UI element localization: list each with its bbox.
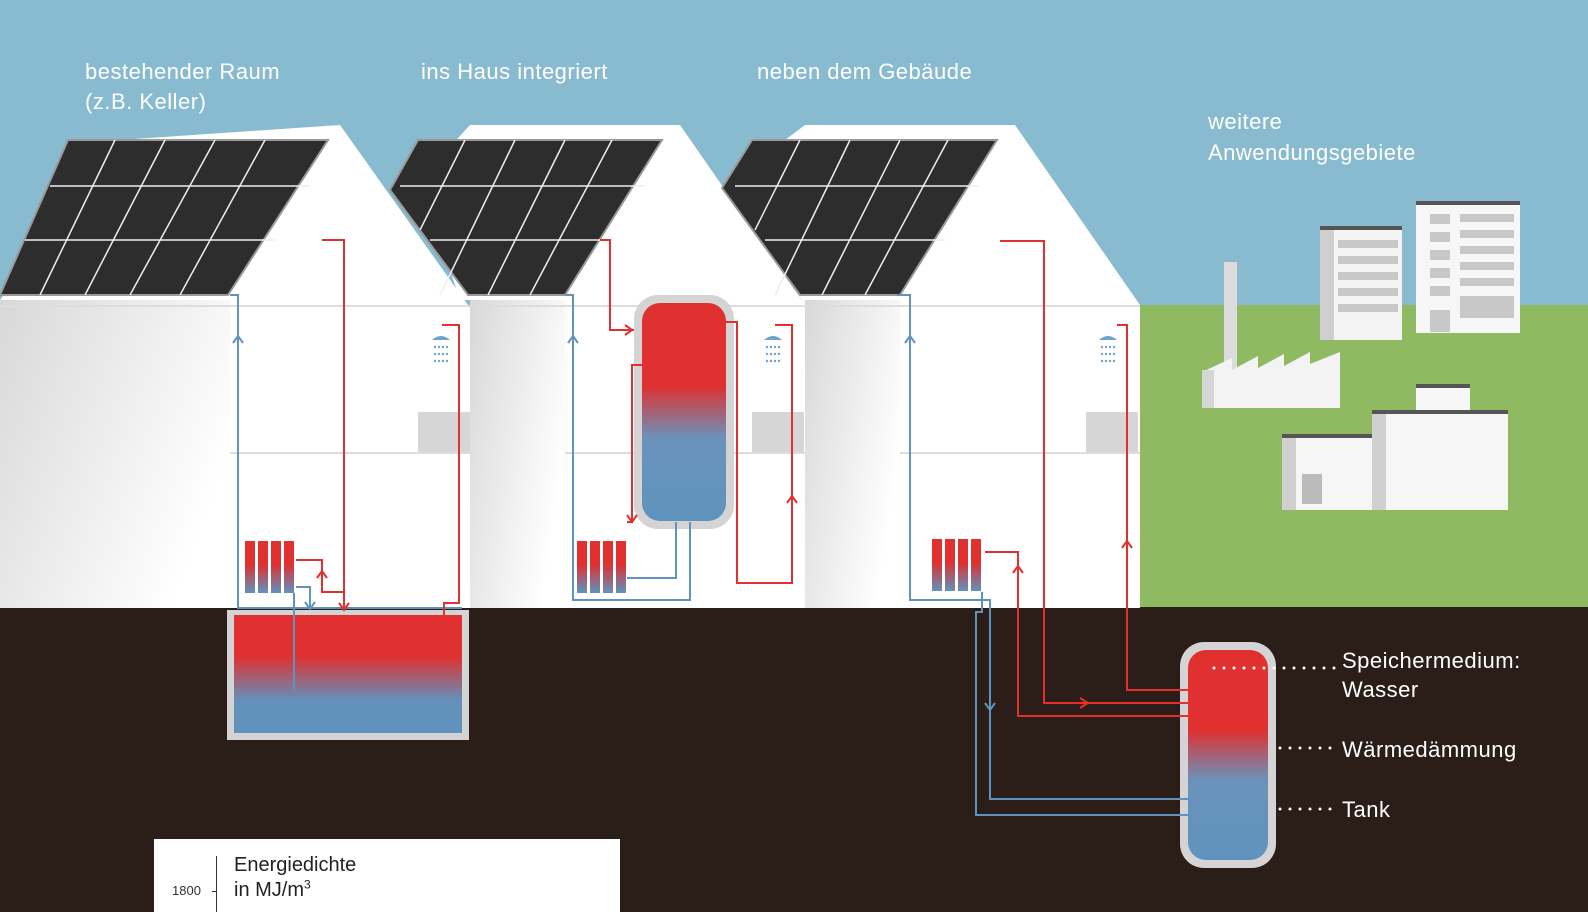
house-2-label: ins Haus integriert xyxy=(421,59,608,84)
pipes-house-1 xyxy=(230,239,462,690)
radiator-icon xyxy=(577,541,626,593)
legend-title-line-2: in MJ/m3 xyxy=(234,878,356,903)
leader-lines xyxy=(1212,666,1336,811)
legend-title-line-1: Energiedichte xyxy=(234,854,357,876)
pipes-house-2 xyxy=(565,239,798,601)
solar-panel-icon xyxy=(0,139,330,296)
shower-icon xyxy=(764,336,782,363)
storage-tank-icon xyxy=(1180,642,1276,868)
storage-tank-icon xyxy=(634,295,734,529)
house-1-label-line-2: (z.B. Keller) xyxy=(85,89,207,114)
office-building-icon xyxy=(1416,201,1520,333)
legend-tick-value: 1800 xyxy=(172,883,201,898)
tank-label: Tank xyxy=(1342,797,1391,822)
office-building-icon xyxy=(1282,384,1508,510)
shower-icon xyxy=(432,336,450,363)
storage-medium-label-line-1: Speichermedium: xyxy=(1342,648,1521,673)
radiator-icon xyxy=(932,539,981,591)
legend-unit-exponent: 3 xyxy=(304,877,311,892)
other-areas-label-line-1: weitere xyxy=(1208,109,1283,134)
insulation-label: Wärmedämmung xyxy=(1342,737,1517,762)
house-3-label: neben dem Gebäude xyxy=(757,59,973,84)
energy-density-legend xyxy=(154,839,620,912)
radiator-icon xyxy=(245,541,294,593)
storage-medium-label-line-2: Wasser xyxy=(1342,677,1419,702)
other-areas-label-line-2: Anwendungsgebiete xyxy=(1208,140,1416,165)
shower-icon xyxy=(1099,336,1117,363)
solar-panel-icon xyxy=(720,139,999,296)
factory-icon xyxy=(1202,262,1340,408)
legend-axis xyxy=(216,856,217,912)
legend-tick xyxy=(212,891,217,892)
pipes-house-3 xyxy=(897,240,1188,816)
legend-title: Energiedichte in MJ/m3 xyxy=(234,853,356,903)
house-1-label-line-1: bestehender Raum xyxy=(85,59,281,84)
legend-unit: in MJ/m xyxy=(234,879,304,901)
storage-tank-icon xyxy=(227,610,469,740)
office-building-icon xyxy=(1320,226,1402,340)
solar-panel-icon xyxy=(388,139,664,296)
